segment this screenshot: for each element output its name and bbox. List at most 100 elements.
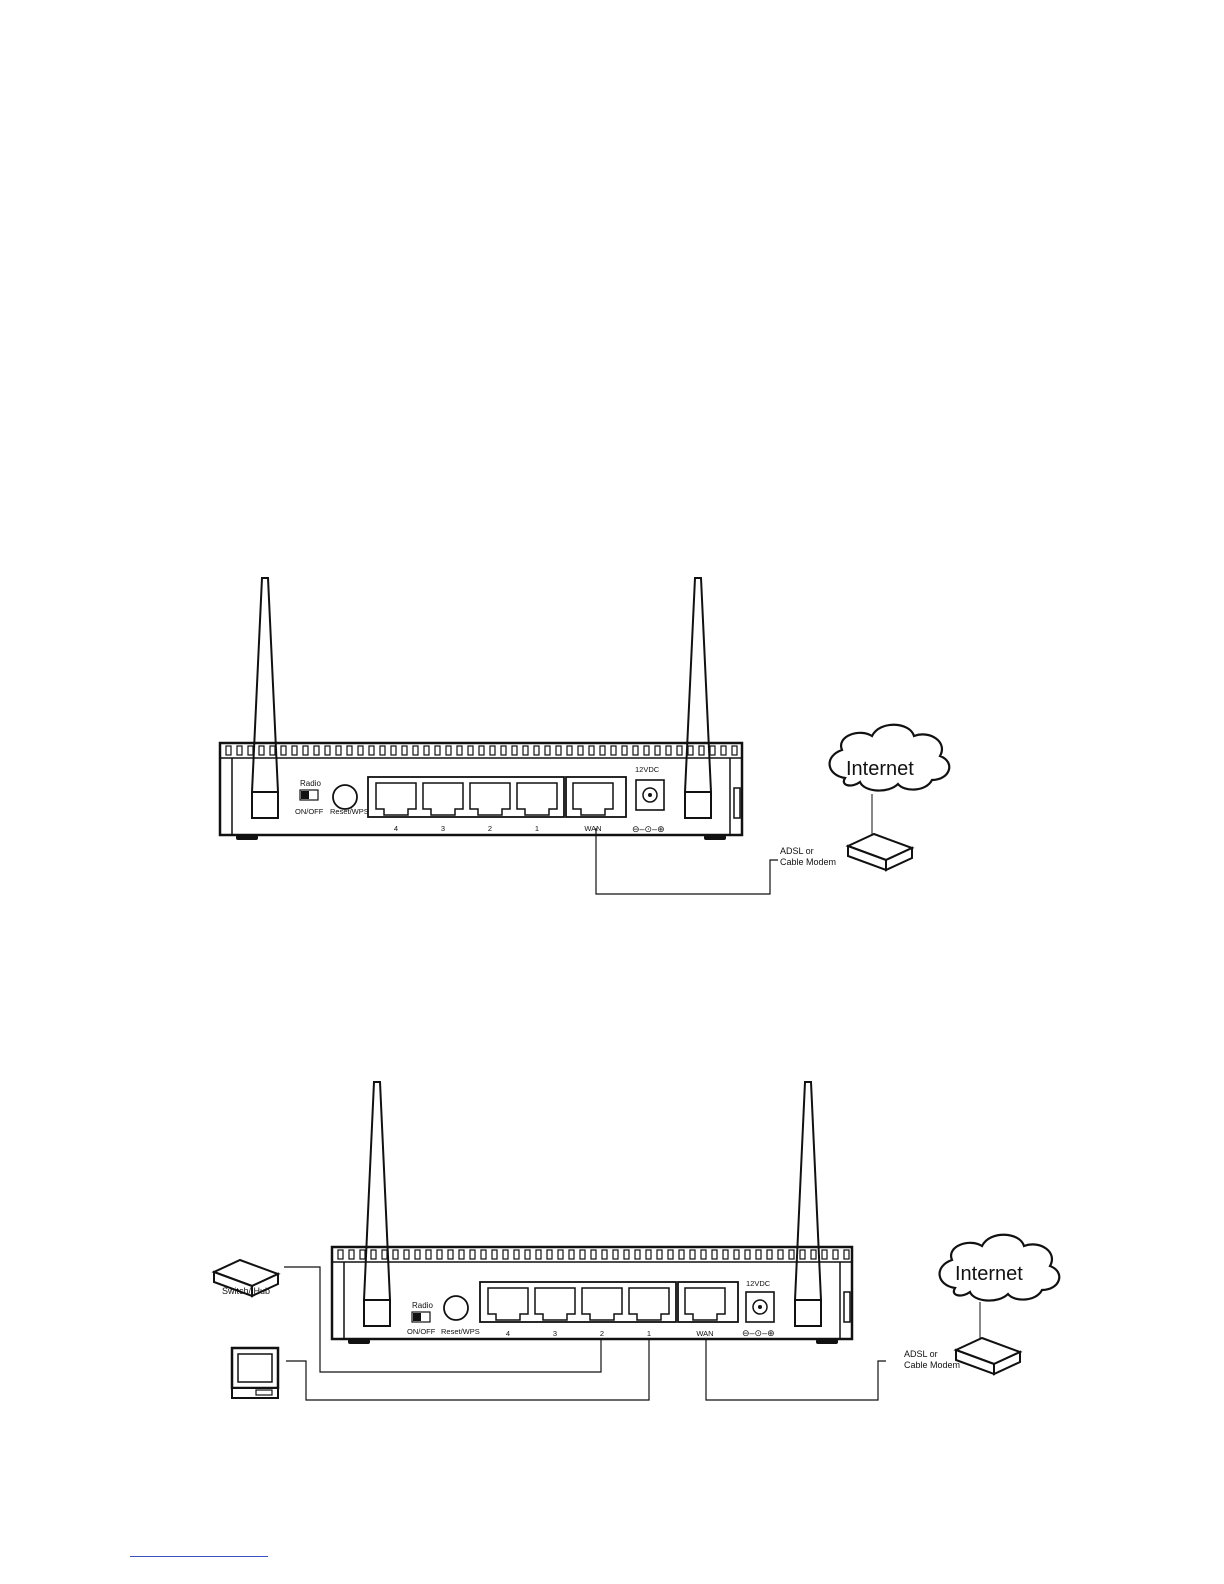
vent-slot [281, 746, 286, 755]
ethernet-port-2[interactable] [470, 783, 510, 815]
vent-slot [767, 1250, 772, 1259]
vent-slot [270, 746, 275, 755]
vent-slot [536, 1250, 541, 1259]
port-label: 3 [553, 1329, 557, 1338]
vent-slot [347, 746, 352, 755]
vent-slot [424, 746, 429, 755]
vent-slot [600, 746, 605, 755]
left-antenna [252, 578, 278, 792]
vent-slot [404, 1250, 409, 1259]
vent-slot [633, 746, 638, 755]
vent-slot [655, 746, 660, 755]
vent-slot [668, 1250, 673, 1259]
vent-slot [569, 1250, 574, 1259]
modem-device [848, 834, 912, 870]
vent-slot [635, 1250, 640, 1259]
vent-slot [822, 1250, 827, 1259]
vent-slot [338, 1250, 343, 1259]
vent-slot [602, 1250, 607, 1259]
vent-slot [514, 1250, 519, 1259]
vent-slot [303, 746, 308, 755]
vent-slot [723, 1250, 728, 1259]
port-label: WAN [584, 824, 601, 833]
ethernet-port-3[interactable] [423, 783, 463, 815]
port-label: 1 [535, 824, 539, 833]
reset-wps-button[interactable] [333, 785, 357, 809]
vent-slot [457, 746, 462, 755]
internet-label: Internet [955, 1263, 1023, 1285]
computer-cable [286, 1340, 649, 1400]
vent-slot [613, 1250, 618, 1259]
vent-slot [567, 746, 572, 755]
vent-slot [459, 1250, 464, 1259]
vent-slot [657, 1250, 662, 1259]
vent-slot [468, 746, 473, 755]
onoff-label: ON/OFF [407, 1327, 436, 1336]
modem-label-line2: Cable Modem [904, 1360, 960, 1370]
vent-slot [479, 746, 484, 755]
vent-slot [545, 746, 550, 755]
vent-slot [833, 1250, 838, 1259]
vent-slot [732, 746, 737, 755]
ethernet-port-1[interactable] [629, 1288, 669, 1320]
vent-slot [501, 746, 506, 755]
vent-slot [415, 1250, 420, 1259]
vent-slot [800, 1250, 805, 1259]
vent-slot [701, 1250, 706, 1259]
polarity-icon: ⊖–⊙–⊕ [742, 1328, 775, 1338]
vent-slot [624, 1250, 629, 1259]
vent-slot [811, 1250, 816, 1259]
vent-slot [448, 1250, 453, 1259]
vent-slot [589, 746, 594, 755]
vent-slot [413, 746, 418, 755]
wan-cable [706, 1340, 886, 1400]
vent-slot [688, 746, 693, 755]
vent-slot [437, 1250, 442, 1259]
ethernet-port-4[interactable] [488, 1288, 528, 1320]
vent-slot [580, 1250, 585, 1259]
port-label: 2 [600, 1329, 604, 1338]
vent-slot [470, 1250, 475, 1259]
vent-slots [338, 1250, 849, 1259]
vent-slot [446, 746, 451, 755]
vent-slot [292, 746, 297, 755]
vent-slot [558, 1250, 563, 1259]
vent-slot [844, 1250, 849, 1259]
modem-label-line2: Cable Modem [780, 857, 836, 867]
power-label: 12VDC [746, 1279, 771, 1288]
radio-label: Radio [412, 1301, 433, 1310]
vent-slot [325, 746, 330, 755]
ethernet-port-4[interactable] [376, 783, 416, 815]
ethernet-port-2[interactable] [582, 1288, 622, 1320]
port-label: 4 [506, 1329, 510, 1338]
vent-slot [756, 1250, 761, 1259]
port-label: 4 [394, 824, 398, 833]
ethernet-port-wan[interactable] [573, 783, 613, 815]
vent-slot [778, 1250, 783, 1259]
vent-slot [556, 746, 561, 755]
ethernet-port-1[interactable] [517, 783, 557, 815]
ethernet-port-3[interactable] [535, 1288, 575, 1320]
onoff-label: ON/OFF [295, 807, 324, 816]
modem-label-line1: ADSL or [904, 1349, 938, 1359]
reset-wps-button[interactable] [444, 1296, 468, 1320]
footnote-separator [130, 1556, 268, 1557]
vent-slot [371, 1250, 376, 1259]
right-antenna [795, 1082, 821, 1300]
modem-label-line1: ADSL or [780, 846, 814, 856]
polarity-icon: ⊖–⊙–⊕ [632, 824, 665, 834]
port-label: 3 [441, 824, 445, 833]
ethernet-port-wan[interactable] [685, 1288, 725, 1320]
vent-slot [349, 1250, 354, 1259]
computer-icon [232, 1348, 278, 1398]
vent-slot [622, 746, 627, 755]
vent-slot [578, 746, 583, 755]
vent-slot [503, 1250, 508, 1259]
vent-slot [512, 746, 517, 755]
vent-slot [358, 746, 363, 755]
right-antenna [685, 578, 711, 792]
vent-slot [426, 1250, 431, 1259]
vent-slots [226, 746, 737, 755]
